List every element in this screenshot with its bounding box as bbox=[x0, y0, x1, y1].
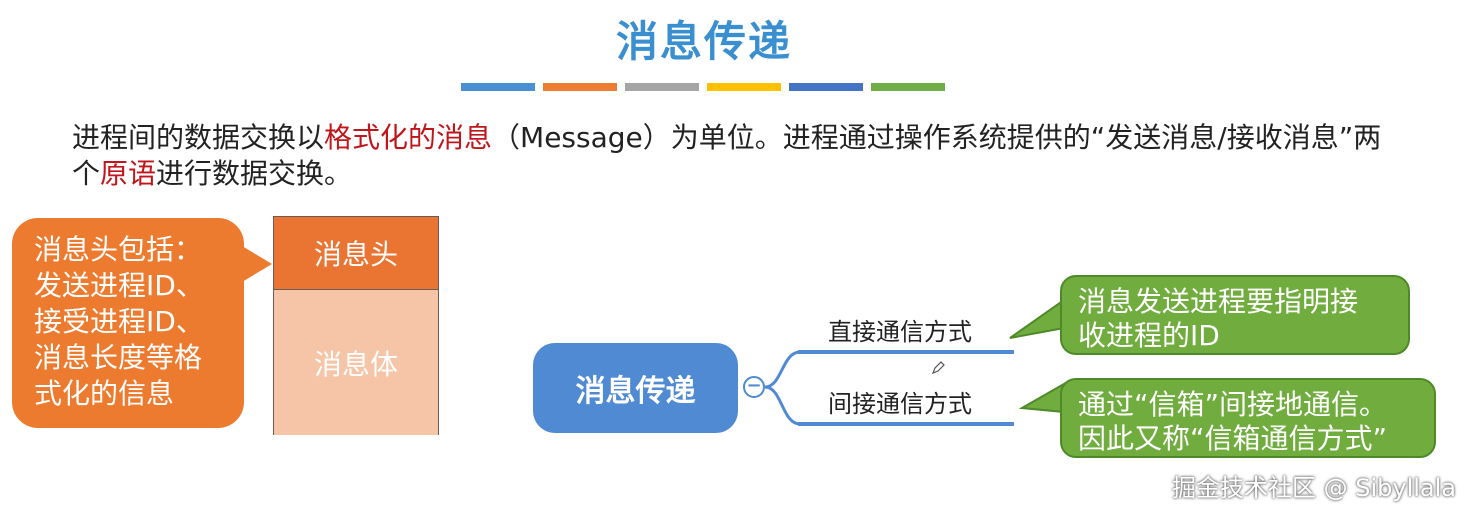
intro-text: （Message）为单位。进程通过操作系统提供的“发送消息/接收消息”两个 bbox=[72, 121, 1382, 190]
callout-line: 消息发送进程要指明接 bbox=[1078, 285, 1359, 318]
intro-text: 进程间的数据交换以 bbox=[72, 121, 325, 154]
intro-highlight: 格式化的消息 bbox=[324, 121, 493, 154]
direct-note-callout: 消息发送进程要指明接 收进程的ID bbox=[1060, 275, 1410, 355]
color-bar-segment bbox=[789, 83, 863, 91]
color-bar-segment bbox=[707, 83, 781, 91]
intro-paragraph: 进程间的数据交换以格式化的消息（Message）为单位。进程通过操作系统提供的“… bbox=[72, 120, 1402, 192]
color-bar-segment bbox=[543, 83, 617, 91]
color-bar-segment bbox=[625, 83, 699, 91]
callout-line: 接受进程ID、 bbox=[34, 305, 204, 338]
branch-direct[interactable]: 直接通信方式 bbox=[828, 318, 972, 346]
watermark: 掘金技术社区 @ Sibyllala bbox=[1171, 474, 1456, 502]
message-head: 消息头 bbox=[274, 217, 438, 290]
intro-text: 进行数据交换。 bbox=[156, 157, 353, 190]
callout-tail-indirect bbox=[1018, 382, 1065, 414]
message-structure: 消息头 消息体 bbox=[273, 216, 439, 435]
callout-tail-direct bbox=[1009, 298, 1065, 339]
intro-highlight: 原语 bbox=[100, 157, 157, 190]
branch-indirect[interactable]: 间接通信方式 bbox=[828, 390, 972, 418]
callout-line: 消息头包括： bbox=[34, 233, 203, 266]
pen-cursor-icon bbox=[931, 361, 945, 375]
link-to-indirect bbox=[764, 385, 801, 426]
callout-line: 发送进程ID、 bbox=[34, 269, 204, 302]
color-bar-segment bbox=[461, 83, 535, 91]
callout-line: 收进程的ID bbox=[1078, 319, 1220, 352]
indirect-note-callout: 通过“信箱”间接地通信。 因此又称“信箱通信方式” bbox=[1060, 378, 1436, 458]
color-bar bbox=[461, 83, 945, 91]
mindmap-root-node[interactable]: 消息传递 bbox=[533, 343, 738, 433]
page-title: 消息传递 bbox=[615, 17, 792, 66]
callout-line: 因此又称“信箱通信方式” bbox=[1078, 422, 1388, 455]
header-callout: 消息头包括： 发送进程ID、 接受进程ID、 消息长度等格 式化的信息 bbox=[12, 218, 272, 428]
message-body: 消息体 bbox=[274, 290, 438, 435]
collapse-icon[interactable]: − bbox=[743, 376, 765, 398]
callout-line: 式化的信息 bbox=[34, 377, 175, 410]
link-to-direct bbox=[764, 350, 801, 389]
callout-line: 消息长度等格 bbox=[34, 341, 203, 374]
color-bar-segment bbox=[871, 83, 945, 91]
callout-line: 通过“信箱”间接地通信。 bbox=[1078, 388, 1388, 421]
